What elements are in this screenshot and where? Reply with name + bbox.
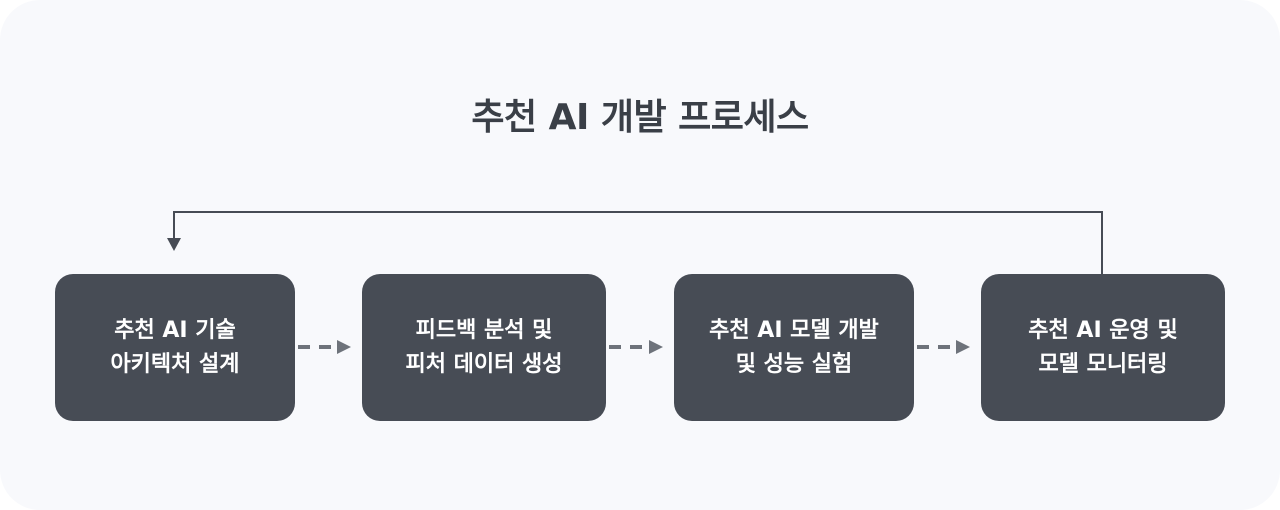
step-label: 피드백 분석 및 피처 데이터 생성 bbox=[405, 317, 563, 377]
step-model-development: 추천 AI 모델 개발 및 성능 실험 bbox=[674, 274, 914, 421]
diagram-title: 추천 AI 개발 프로세스 bbox=[471, 97, 809, 138]
step-feature-data-generation: 피드백 분석 및 피처 데이터 생성 bbox=[362, 274, 606, 421]
feedback-loop-arrowhead bbox=[167, 238, 181, 251]
step-operation-monitoring: 추천 AI 운영 및 모델 모니터링 bbox=[981, 274, 1225, 421]
feedback-loop-line bbox=[173, 211, 1103, 274]
arrow-step-3-to-4 bbox=[917, 340, 970, 354]
step-label: 추천 AI 기술 아키텍처 설계 bbox=[110, 317, 240, 377]
step-label: 추천 AI 운영 및 모델 모니터링 bbox=[1028, 317, 1178, 377]
arrow-step-2-to-3 bbox=[609, 340, 663, 354]
step-architecture-design: 추천 AI 기술 아키텍처 설계 bbox=[55, 274, 295, 421]
arrow-step-1-to-2 bbox=[298, 340, 351, 354]
step-label: 추천 AI 모델 개발 및 성능 실험 bbox=[709, 317, 879, 377]
